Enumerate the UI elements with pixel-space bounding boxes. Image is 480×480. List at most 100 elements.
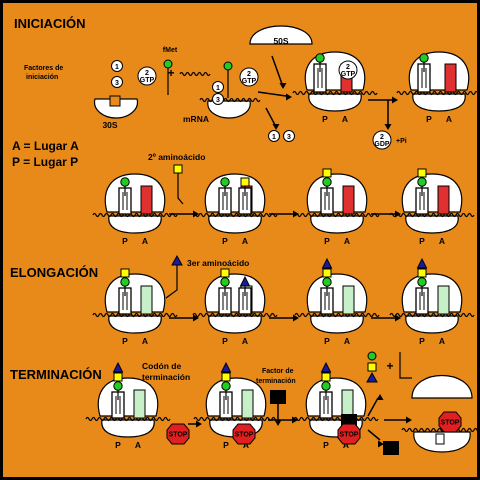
termination-arrow-2-head (292, 416, 298, 424)
subunit-30s-shape (93, 98, 139, 119)
initiation-2-peptide (419, 53, 429, 72)
aa2-yellow-amino-acid (173, 164, 183, 174)
elongation-2-ribosome-2-mrna (192, 312, 278, 318)
subunit-30s-notch (109, 95, 121, 107)
stop-sign-1-label: STOP (169, 432, 188, 439)
ribosome-gtp-icon-label: GTP (341, 71, 356, 78)
elongation-1-ribosome-3-p-label: P (324, 236, 330, 246)
termination-ribosome-2-large-subunit (205, 377, 267, 417)
elongation-1-ribosome-1-p-label: P (122, 236, 128, 246)
elongation-1-ribosome-2-large-subunit (204, 173, 266, 213)
release-up-arrow (367, 397, 379, 417)
elongation-2-ribosome-3-a-label: A (344, 336, 350, 346)
initiation-complex-mrna (199, 97, 261, 103)
legend-lugar-a: A = Lugar A (12, 139, 79, 153)
factores-label-2: iniciación (26, 74, 58, 81)
elongation-2-peptide-2 (220, 268, 230, 296)
termination-ribosome-2-a-label: A (243, 440, 249, 450)
blue-amino-acid (220, 361, 232, 373)
elongation-1-ribosome-3-a-label: A (344, 236, 350, 246)
termination-ribosome-3-mrna (293, 416, 379, 422)
stop-sign-4-label: STOP (441, 420, 460, 427)
factor-1-icon-number: 1 (115, 64, 119, 71)
yellow-amino-acid (221, 372, 231, 382)
elongation-2-ribosome-4-small-subunit (405, 315, 459, 334)
fmet-amino-acid (322, 277, 332, 287)
blue-amino-acid (112, 361, 124, 373)
stop-sign-4 (438, 411, 462, 433)
blue-amino-acid (320, 361, 332, 373)
aa3-incoming-arrow (165, 265, 178, 299)
gtp-factor-2-icon (137, 66, 157, 86)
blue-amino-acid (321, 257, 333, 269)
fmet-amino-acid (315, 53, 325, 63)
gtp-factor-2-icon-label: GTP (140, 77, 155, 84)
dissociated-50s (411, 375, 473, 399)
release-up-head (376, 394, 384, 400)
termination-peptide-1 (112, 361, 124, 400)
release-arrow (265, 107, 276, 126)
rf-factor-released (383, 441, 399, 455)
section-title-terminacion: TERMINACIÓN (10, 367, 102, 382)
50s-arrow-head (279, 83, 287, 89)
elongation-1-trna-p-3 (320, 187, 334, 215)
released-trna-shape (399, 352, 412, 379)
yellow-amino-acid (417, 268, 427, 278)
initiation-trna-p (313, 63, 327, 93)
complex-gtp-icon-number: 2 (247, 71, 251, 78)
termination-arrow-1-head (196, 420, 202, 428)
50s-arrow (271, 55, 283, 85)
elongation-2-ribosome-2-large-subunit (204, 273, 266, 313)
complex-arrow-head (286, 93, 292, 101)
stop-sign-1 (166, 423, 190, 445)
released-green-aa (367, 351, 377, 361)
rf-factor-released-label: RF (386, 446, 396, 453)
subunit-50s-shape (249, 25, 313, 45)
release-down-arrow (367, 429, 381, 441)
elongation-2-ribosome-1-small-subunit (108, 315, 162, 334)
yellow-amino-acid (113, 372, 123, 382)
elongation-2-ribosome-1-a-site (140, 285, 153, 315)
termination-arrow-3-head (406, 416, 412, 424)
initiation-ribosome-2-p-label: P (426, 114, 432, 124)
fmet-amino-acid (417, 277, 427, 287)
elongation-1-ribosome-4-mrna (389, 212, 475, 218)
initiation-ribosome-2-mrna (396, 90, 480, 96)
initiation-ribosome-1-a-label: A (342, 114, 348, 124)
elongation-1-ribosome-4-a-site (437, 185, 450, 215)
elongation-2-ribosome-4-a-label: A (439, 336, 445, 346)
subunit-30s-label: 30S (102, 120, 117, 130)
elongation-2-arrow-3-head (395, 314, 401, 322)
fmet-amino-acid (220, 277, 230, 287)
elongation-1-ribosome-1-small-subunit (108, 215, 162, 234)
elongation-1-ribosome-1-a-site (140, 185, 153, 215)
gdp-release-head (384, 124, 392, 130)
elongation-2-arrow-2-head (293, 314, 299, 322)
elongation-1-ribosome-2-a-label: A (242, 236, 248, 246)
fmet-amino-acid (419, 53, 429, 63)
elongation-1-ribosome-3-small-subunit (310, 215, 364, 234)
ribosome-gtp-icon (338, 60, 358, 80)
fmet-amino-acid (221, 381, 231, 391)
initiation-ribosome-1-mrna (292, 90, 378, 96)
gdp-icon-label: GDP (374, 141, 390, 148)
elongation-2-ribosome-1-mrna (92, 312, 178, 318)
elongation-2-ribosome-2-a-label: A (242, 336, 248, 346)
factor-1-icon (111, 60, 123, 72)
termination-ribosome-3-a-site (341, 389, 354, 419)
fmet-amino-acid (322, 177, 332, 187)
elongation-1-ribosome-1-mrna (92, 212, 178, 218)
fmet-label: fMet (163, 47, 178, 54)
fmet-amino-acid (321, 381, 331, 391)
rf-factor-incoming (270, 390, 286, 404)
complex-factor-1 (212, 81, 224, 93)
elongation-2-ribosome-1-a-label: A (142, 336, 148, 346)
blue-amino-acid (239, 275, 251, 287)
fmet-amino-acid (113, 381, 123, 391)
mrna-label: mRNA (183, 114, 209, 124)
rf-incoming-head (274, 420, 282, 426)
initiation-ribosome-2-a-label: A (446, 114, 452, 124)
elongation-2-peptide-1 (120, 268, 130, 296)
